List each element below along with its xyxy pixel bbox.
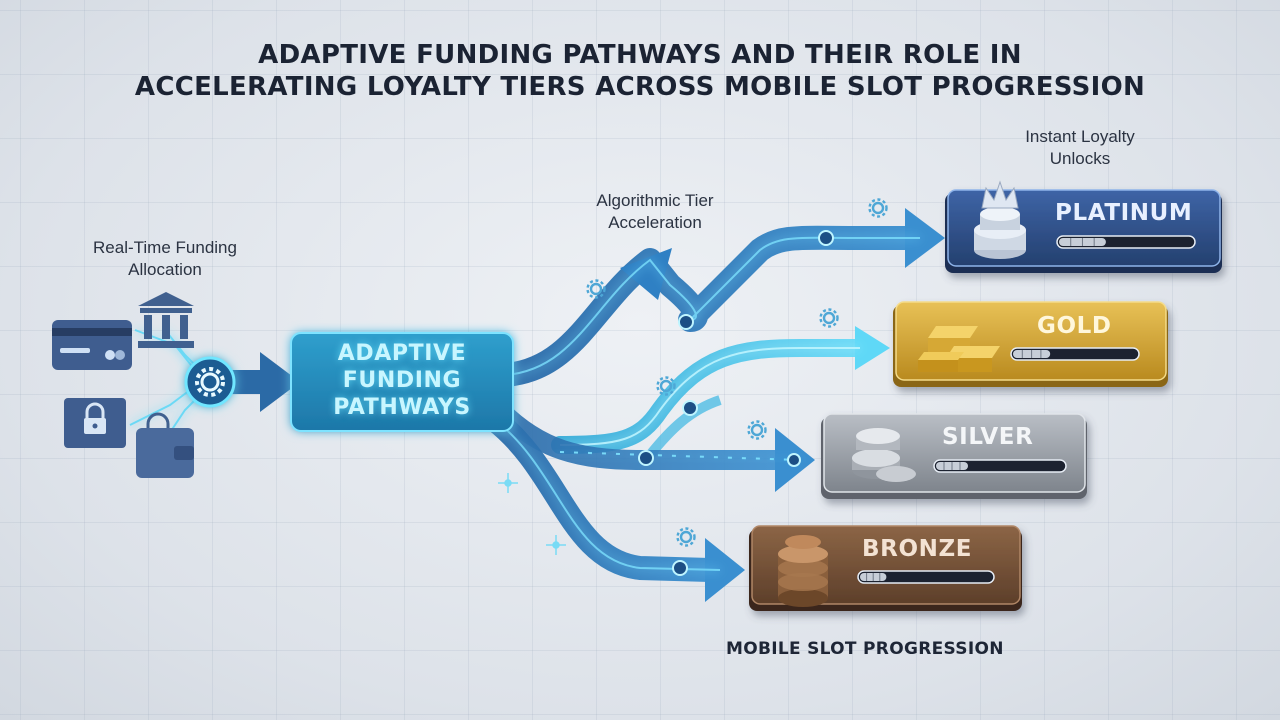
- gold-arrowhead: [855, 326, 890, 370]
- tier-acceleration-label-line-2: Acceleration: [608, 213, 702, 232]
- bronze-arrowhead: [705, 538, 745, 602]
- gear-icon: [586, 279, 606, 299]
- acceleration-arrowhead: [620, 248, 672, 300]
- funding-gear-node: [184, 356, 236, 408]
- sparkle-icon: [546, 535, 566, 555]
- gear-icon: [747, 420, 767, 440]
- bank-icon: [138, 292, 194, 348]
- gear-icon: [819, 308, 839, 328]
- hub-label-line-1: ADAPTIVE: [337, 341, 467, 366]
- pathway-nodes: [638, 230, 834, 576]
- tier-name-bronze: BRONZE: [862, 536, 973, 562]
- loyalty-unlocks-label: Instant Loyalty Unlocks: [1000, 126, 1160, 170]
- funding-allocation-label: Real-Time Funding Allocation: [70, 237, 260, 281]
- sparkle-icon: [498, 473, 518, 493]
- gold-bars-icon: [918, 326, 1000, 372]
- node-dot: [682, 400, 698, 416]
- node-dot: [678, 314, 694, 330]
- gear-icon: [656, 376, 676, 396]
- node-dot: [638, 450, 654, 466]
- mobile-slot-progression-label: MOBILE SLOT PROGRESSION: [726, 639, 1004, 659]
- hub-box: [290, 332, 514, 432]
- credit-card-icon: [52, 320, 132, 370]
- wallet-icon: [136, 412, 194, 478]
- silver-coins-icon: [852, 428, 916, 482]
- tier-name-gold: GOLD: [1037, 313, 1112, 339]
- node-dot: [787, 453, 801, 467]
- node-dot: [672, 560, 688, 576]
- tier-acceleration-label: Algorithmic Tier Acceleration: [565, 190, 745, 234]
- progress-track-silver: [933, 459, 1067, 473]
- crown-coins-icon: [974, 180, 1026, 259]
- hub-label: ADAPTIVE FUNDING PATHWAYS: [295, 340, 509, 421]
- hub-input-arrowhead: [260, 352, 300, 412]
- page-title-line-1: ADAPTIVE FUNDING PATHWAYS AND THEIR ROLE…: [258, 40, 1022, 70]
- hub-label-line-3: PATHWAYS: [333, 395, 471, 420]
- loyalty-unlocks-label-line-1: Instant Loyalty: [1025, 127, 1135, 146]
- loyalty-unlocks-label-line-2: Unlocks: [1049, 149, 1111, 168]
- funding-allocation-label-line-2: Allocation: [128, 260, 202, 279]
- small-gear-icons: [586, 198, 888, 547]
- progress-track-bronze: [857, 570, 995, 584]
- gear-icon: [676, 527, 696, 547]
- node-dot: [818, 230, 834, 246]
- hub-input-arrow-shaft: [232, 370, 262, 394]
- tier-acceleration-label-line-1: Algorithmic Tier: [596, 191, 714, 210]
- network-sparkles: [498, 473, 566, 555]
- funding-allocation-label-line-1: Real-Time Funding: [93, 238, 237, 257]
- gear-icon: [868, 198, 888, 218]
- tier-name-platinum: PLATINUM: [1055, 200, 1193, 226]
- gold-pathway: [551, 339, 869, 454]
- hub-label-line-2: FUNDING: [342, 368, 462, 393]
- bronze-coins-icon: [778, 535, 828, 607]
- lock-icon: [64, 398, 126, 448]
- tier-name-silver: SILVER: [942, 424, 1034, 450]
- page-title-line-2: ACCELERATING LOYALTY TIERS ACROSS MOBILE…: [134, 72, 1146, 102]
- platinum-arrowhead: [905, 208, 945, 268]
